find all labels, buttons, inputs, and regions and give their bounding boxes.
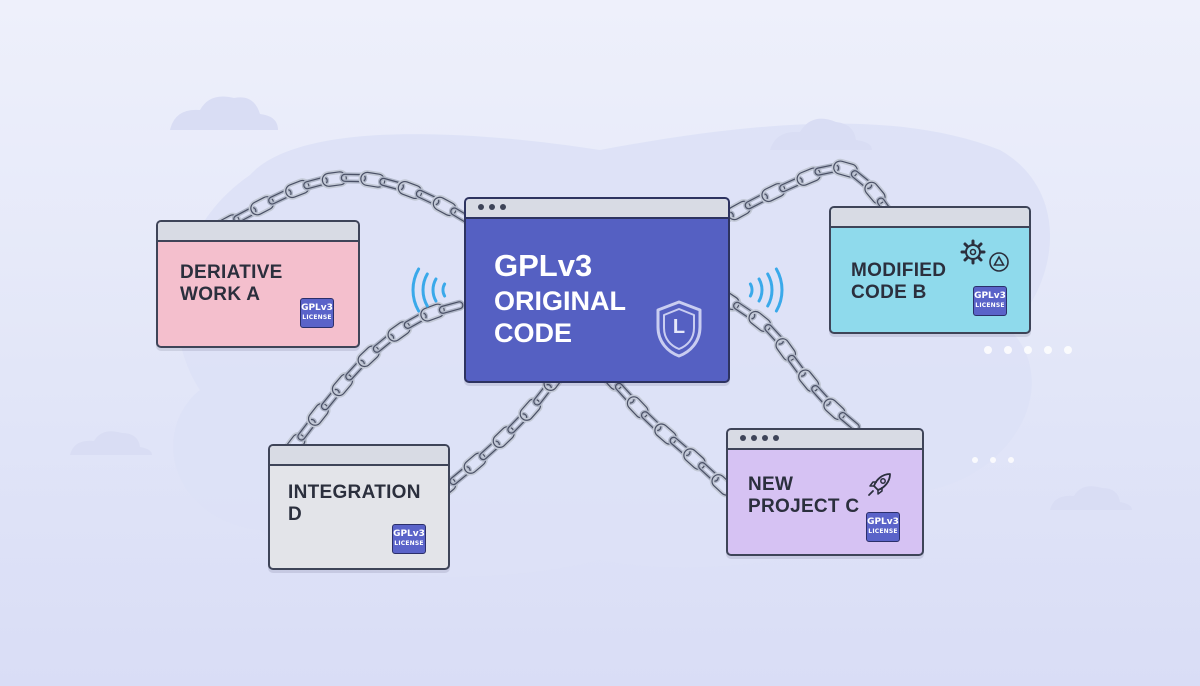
chain-link-outline	[733, 301, 756, 320]
window-title: MODIFIED CODE B	[851, 260, 947, 303]
badge-bottom: LICENSE	[868, 528, 898, 535]
chain-link-outline	[331, 373, 354, 397]
badge-bottom: LICENSE	[302, 314, 332, 321]
chain-link-outline	[463, 452, 487, 474]
chain-link-outline	[340, 173, 366, 183]
chain-link-outline	[320, 388, 340, 411]
badge-top: GPLv3	[301, 303, 333, 313]
signal-wave	[757, 277, 764, 303]
signal-wave	[411, 267, 421, 313]
chain-link-outline	[321, 171, 347, 187]
chain-link-outline	[449, 466, 471, 486]
chain-link-outline	[297, 418, 316, 441]
chain-link-outline	[268, 189, 292, 205]
chain-link-outline	[850, 170, 873, 190]
signal-wave	[441, 282, 447, 298]
derivative-window-c: NEW PROJECT C GPLv3 LICENSE	[726, 428, 924, 556]
badge-bottom: LICENSE	[394, 540, 424, 547]
window-titlebar	[831, 208, 1029, 228]
signal-wave	[766, 272, 774, 308]
window-titlebar	[158, 222, 358, 242]
window-titlebar	[728, 430, 922, 450]
chain-link-outline	[372, 333, 395, 353]
chain-link-outline	[779, 176, 803, 193]
chain-link-outline	[345, 359, 365, 381]
window-title: NEW PROJECT C	[748, 474, 860, 517]
chain-link-outline	[787, 354, 806, 377]
chain-link-outline	[640, 411, 662, 432]
triangle-icon	[989, 252, 1009, 272]
chain-link-outline	[823, 398, 846, 421]
derivative-window-a: DERIATIVE WORK A GPLv3 LICENSE	[156, 220, 360, 348]
signal-wave	[421, 272, 429, 308]
chain-link-outline	[683, 448, 706, 470]
chain-link-outline	[626, 396, 649, 419]
chain-link-outline	[397, 180, 423, 200]
gear-icon	[960, 239, 986, 265]
window-titlebar	[270, 446, 448, 466]
chain-link-outline	[775, 338, 797, 362]
signal-wave	[748, 282, 754, 298]
shield-icon: L	[652, 299, 706, 359]
chain-link-outline	[415, 189, 440, 206]
shield-letter: L	[672, 316, 686, 338]
chain-link-outline	[744, 193, 768, 210]
badge-top: GPLv3	[974, 291, 1006, 301]
chain-link-outline	[432, 196, 457, 217]
chain-link-outline	[614, 382, 635, 404]
chain-link-outline	[796, 167, 821, 186]
chain-link-outline	[698, 462, 719, 482]
chain-link-outline	[357, 345, 380, 368]
chain-link-outline	[420, 303, 445, 322]
derivative-window-d: INTEGRATION D GPLv3 LICENSE	[268, 444, 450, 570]
chain-link-outline	[403, 312, 427, 329]
chain-link-outline	[379, 177, 404, 191]
chain-link-outline	[764, 324, 785, 345]
chain-link-outline	[438, 301, 464, 314]
chain-link-outline	[761, 183, 786, 203]
central-title-line2: ORIGINAL	[494, 286, 626, 316]
chain-link-outline	[360, 171, 386, 188]
chain-link-outline	[285, 179, 310, 199]
window-titlebar	[466, 199, 728, 219]
chain-link-outline	[864, 181, 886, 205]
chain-link-outline	[507, 413, 528, 434]
cloud-icon	[70, 96, 1132, 510]
central-title-line3: CODE	[494, 318, 573, 348]
window-title: DERIATIVE WORK A	[180, 262, 283, 305]
chain-link-outline	[250, 196, 275, 216]
derivative-window-b: MODIFIED CODE B GPLv3 LICENSE	[829, 206, 1031, 334]
badge-bottom: LICENSE	[975, 302, 1005, 309]
rocket-icon	[868, 473, 891, 496]
chain-link-outline	[533, 383, 552, 406]
license-badge: GPLv3 LICENSE	[392, 524, 426, 554]
chain-link-outline	[387, 321, 411, 342]
central-window: GPLv3 ORIGINAL CODE L	[464, 197, 730, 383]
chain-link-outline	[798, 369, 820, 393]
chain-link-outline	[811, 384, 831, 406]
license-badge: GPLv3 LICENSE	[973, 286, 1007, 316]
signal-wave	[431, 277, 438, 303]
badge-top: GPLv3	[393, 529, 425, 539]
decorative-dots	[972, 346, 1072, 463]
chain-link-outline	[307, 402, 329, 426]
chain-link-outline	[814, 164, 840, 176]
signal-waves	[411, 267, 784, 313]
chain-link-outline	[303, 176, 328, 190]
chain-link-outline	[748, 310, 772, 332]
badge-top: GPLv3	[867, 517, 899, 527]
chain-link-outline	[669, 436, 691, 457]
window-title: INTEGRATION D	[288, 482, 421, 525]
central-title-line1: GPLv3	[494, 248, 593, 283]
chain-link-outline	[479, 440, 500, 461]
license-badge: GPLv3 LICENSE	[300, 298, 334, 328]
chain-link-outline	[654, 423, 677, 445]
license-badge: GPLv3 LICENSE	[866, 512, 900, 542]
chain-link-outline	[492, 426, 515, 448]
chain-link-outline	[519, 398, 542, 421]
signal-wave	[774, 267, 784, 313]
